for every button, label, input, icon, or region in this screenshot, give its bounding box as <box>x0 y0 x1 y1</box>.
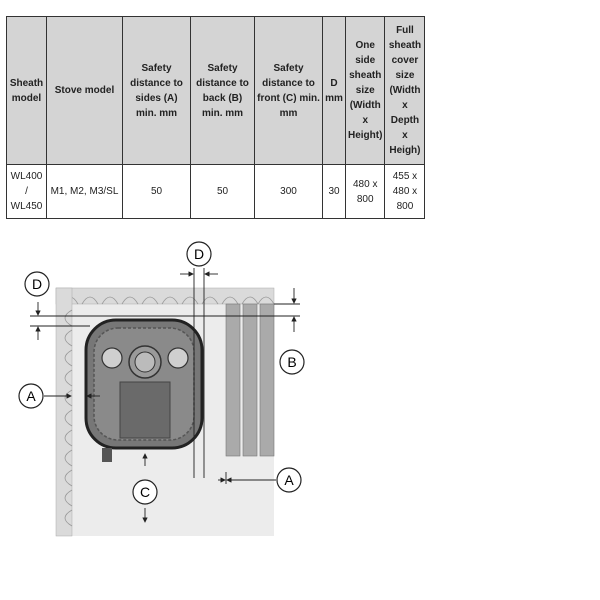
cell-d: 30 <box>322 164 346 219</box>
label-a-left: A <box>18 383 44 409</box>
header-one-side-size: One side sheath size (Width x Height) <box>344 16 386 165</box>
svg-text:C: C <box>140 484 150 500</box>
installation-diagram: D D A B A C <box>18 241 305 537</box>
header-sheath-model: Sheath model <box>6 16 47 165</box>
label-a-right: A <box>276 467 302 493</box>
table-header-row: Sheath model Stove model Safety distance… <box>6 16 426 165</box>
header-distance-sides: Safety distance to sides (A) min. mm <box>122 16 191 165</box>
cell-one-side-size: 480 x 800 <box>344 164 386 219</box>
wall-back <box>55 287 275 305</box>
svg-text:A: A <box>284 472 294 488</box>
header-stove-model: Stove model <box>46 16 123 165</box>
label-c: C <box>132 479 158 505</box>
header-d: D mm <box>322 16 346 165</box>
cell-full-cover-size: 455 x 480 x 800 <box>384 164 426 219</box>
svg-text:A: A <box>26 388 36 404</box>
table-row: WL400 / WL450 M1, M2, M3/SL 50 50 300 30… <box>6 164 426 219</box>
sheath-panels <box>225 303 275 457</box>
header-distance-back: Safety distance to back (B) min. mm <box>190 16 255 165</box>
dimension-lines <box>30 268 300 523</box>
cell-distance-back: 50 <box>190 164 255 219</box>
label-d-top: D <box>186 241 212 267</box>
safety-distance-table: Sheath model Stove model Safety distance… <box>6 16 426 219</box>
cell-distance-front: 300 <box>254 164 323 219</box>
svg-text:B: B <box>287 354 296 370</box>
cell-sheath-model: WL400 / WL450 <box>6 164 47 219</box>
label-b: B <box>279 349 305 375</box>
svg-text:D: D <box>32 276 42 292</box>
header-distance-front: Safety distance to front (C) min. mm <box>254 16 323 165</box>
svg-text:D: D <box>194 246 204 262</box>
wall-left <box>55 287 73 537</box>
cell-distance-sides: 50 <box>122 164 191 219</box>
stove <box>84 318 204 462</box>
header-full-cover-size: Full sheath cover size (Width x Depth x … <box>384 16 426 165</box>
cell-stove-model: M1, M2, M3/SL <box>46 164 123 219</box>
label-d-left: D <box>24 271 50 297</box>
